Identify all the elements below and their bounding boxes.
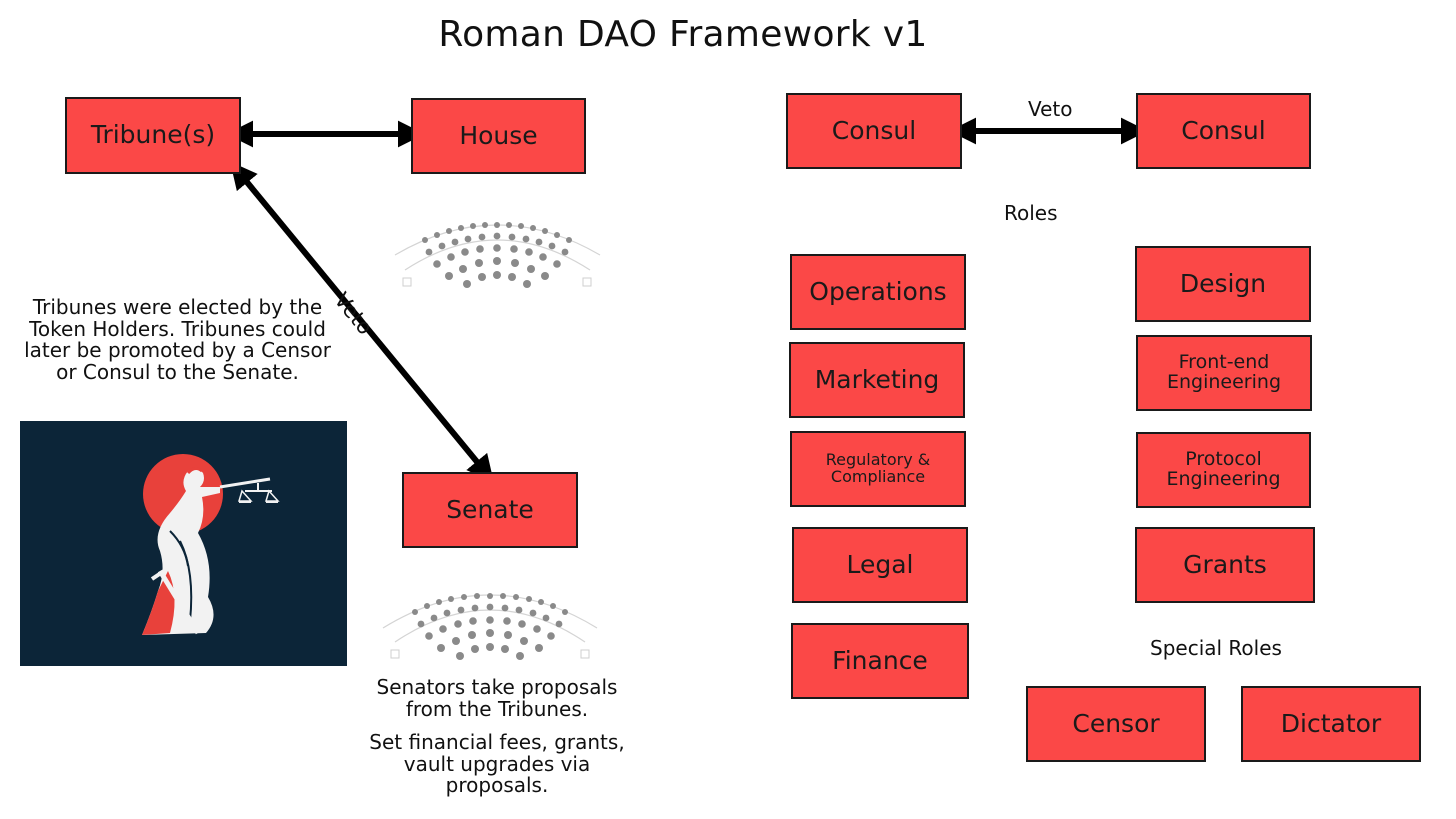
special-role-dictator: Dictator bbox=[1241, 686, 1421, 762]
senators-note: Senators take proposals from the Tribune… bbox=[376, 675, 618, 721]
tribunes-box: Tribune(s) bbox=[65, 97, 241, 174]
role-front-end-engineering: Front-end Engineering bbox=[1136, 335, 1312, 411]
senate-box: Senate bbox=[402, 472, 578, 548]
role-design: Design bbox=[1135, 246, 1311, 322]
lady-justice-illustration bbox=[142, 454, 280, 635]
tribunes-note: Tribunes were elected by the Token Holde… bbox=[24, 295, 331, 384]
page-title: Roman DAO Framework v1 bbox=[438, 14, 928, 55]
special-role-censor: Censor bbox=[1026, 686, 1206, 762]
role-finance: Finance bbox=[791, 623, 969, 699]
role-regulatory-compliance: Regulatory & Compliance bbox=[790, 431, 966, 507]
role-grants: Grants bbox=[1135, 527, 1315, 603]
tribune-senate-arrow bbox=[230, 161, 494, 483]
role-operations: Operations bbox=[790, 254, 966, 330]
roles-heading: Roles bbox=[1004, 201, 1058, 225]
consul-veto-label: Veto bbox=[1028, 97, 1073, 121]
special-roles-heading: Special Roles bbox=[1150, 636, 1282, 660]
consul-left-box: Consul bbox=[786, 93, 962, 169]
role-legal: Legal bbox=[792, 527, 968, 603]
lady-justice-panel bbox=[20, 421, 347, 666]
senate-duties-note: Set financial fees, grants, vault upgrad… bbox=[369, 730, 625, 798]
house-seating-icon bbox=[394, 222, 601, 288]
consul-right-box: Consul bbox=[1136, 93, 1311, 169]
role-protocol-engineering: Protocol Engineering bbox=[1136, 432, 1311, 508]
senate-seating-icon bbox=[382, 593, 598, 660]
house-box: House bbox=[411, 98, 586, 174]
role-marketing: Marketing bbox=[789, 342, 965, 418]
